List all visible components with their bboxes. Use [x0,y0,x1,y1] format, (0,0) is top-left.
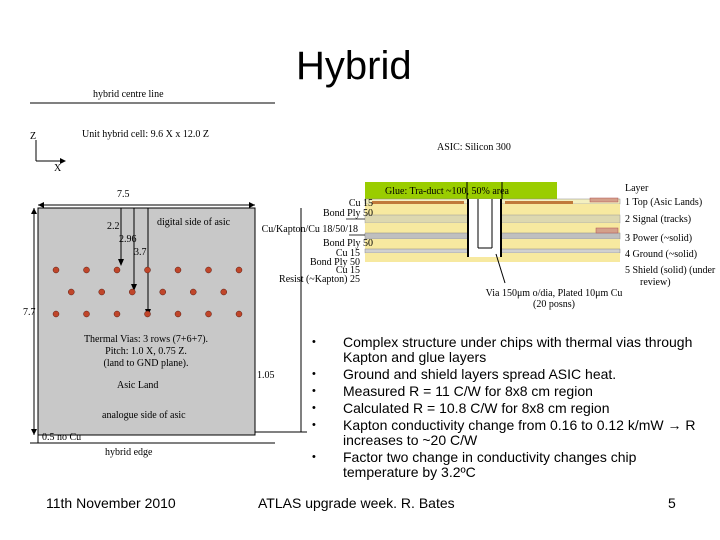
layer-5-note: review) [640,277,671,288]
thermal-vias-line-2: Pitch: 1.0 X, 0.75 Z. [105,346,187,357]
stack-label-cu15: Cu 15 [336,248,360,259]
thermal-vias-line-3: (land to GND plane). [104,358,189,369]
asic-land-copper [505,201,573,204]
thermal-via-dot [174,310,182,318]
dim-arrow-icon [118,259,124,266]
dim-1-05-label: 1.05 [257,370,275,381]
glue-layer [365,182,557,199]
stack-label-bondply: Bond Ply 50 [323,238,373,249]
dim-3-7-label: 3.7 [134,247,147,258]
unit-cell-label: Unit hybrid cell: 9.6 X x 12.0 Z [82,129,209,140]
thermal-via-dot [113,266,121,274]
thermal-via-dot [98,288,105,296]
via-hole [468,199,501,257]
stack-label-cu-kapton: Cu/Kapton/Cu 18/50/18 [262,224,358,235]
glue-layer-label: Glue: Tra-duct ~100, 50% area [385,186,510,197]
footer-event: ATLAS upgrade week. R. Bates [258,495,455,511]
footer-date: 11th November 2010 [46,495,176,511]
axis-z-label: Z [30,131,36,142]
layer-3-label: 3 Power (~solid) [625,233,692,244]
stack-label-bondply: Bond Ply 50 [323,208,373,219]
thermal-via-grid [52,266,243,318]
stack-label-cu15: Cu 15 [336,265,360,276]
layer-4-label: 4 Ground (~solid) [625,249,697,260]
dim-2-2-label: 2.2 [107,221,120,232]
asic-land-rect [37,207,256,436]
thermal-via-dot [190,288,197,296]
centre-line-label: hybrid centre line [93,89,164,100]
dim-arrow-icon [131,284,137,291]
thermal-via-dot [129,288,136,296]
thermal-via-dot [144,310,151,318]
dim-7-7-label: 7.7 [23,307,36,318]
hybrid-edge-label: hybrid edge [105,447,153,458]
track-copper [595,227,619,234]
bullet-item: Factor two change in conductivity change… [312,450,707,480]
bullet-item: Measured R = 11 C/W for 8x8 cm region [312,384,707,400]
thermal-via-dot [68,288,75,296]
dim-arrow-icon [38,202,44,208]
slide-title: Hybrid [296,44,412,88]
layer-1-label: 1 Top (Asic Lands) [625,197,702,208]
thermal-via-dot [52,266,60,274]
bullet-item: Ground and shield layers spread ASIC hea… [312,367,707,383]
thermal-via-dot [205,310,212,318]
resist-layer [365,253,620,262]
stack-label-resist: Resist (~Kapton) 25 [279,274,360,285]
thermal-via-dot [174,266,182,274]
stack-label-cu15: Cu 15 [349,198,373,209]
asic-land-label: Asic Land [117,380,158,391]
via-label-line-1: Via 150μm o/dia, Plated 10μm Cu [486,288,623,299]
bullet-item: Complex structure under chips with therm… [312,335,707,365]
thermal-via-dot [83,266,90,274]
thermal-via-dot [113,310,121,318]
via-label-line-2: (20 posns) [533,299,575,310]
no-cu-label: 0.5 no Cu [42,432,81,443]
track-copper [589,197,619,203]
page-number: 5 [668,495,676,511]
thermal-via-dot [220,288,227,296]
digital-side-label: digital side of asic [157,217,231,228]
via-leader [495,253,506,284]
dim-2-96-label: 2.96 [119,234,137,245]
analogue-side-label: analogue side of asic [102,410,186,421]
thermal-via-dot [159,288,166,296]
thermal-vias-line-1: Thermal Vias: 3 rows (7+6+7). [84,334,208,345]
bullet-item: Calculated R = 10.8 C/W for 8x8 cm regio… [312,401,707,417]
layer-title: Layer [625,183,649,194]
thermal-via-dot [205,266,212,274]
dim-7-5-label: 7.5 [117,189,130,200]
thermal-via-dot [144,266,151,274]
layer-5-label: 5 Shield (solid) (under [625,265,716,276]
bullet-item: Kapton conductivity change from 0.16 to … [312,418,707,448]
stack-label-bondply: Bond Ply 50 [310,257,360,268]
thermal-via-dot [83,310,90,318]
thermal-via-dot [235,310,243,318]
asic-layer-label: ASIC: Silicon 300 [437,142,511,153]
dim-arrow-icon [249,202,255,208]
thermal-via-dot [235,266,243,274]
axis-x-arrow-icon [60,158,66,164]
layer-2-label: 2 Signal (tracks) [625,214,691,225]
dim-arrow-icon [31,429,37,435]
asic-land-copper [372,201,464,204]
axis-x-label: X [54,163,62,174]
thermal-via-dot [52,310,60,318]
dim-arrow-icon [31,208,37,214]
bullet-list: Complex structure under chips with therm… [312,335,707,482]
